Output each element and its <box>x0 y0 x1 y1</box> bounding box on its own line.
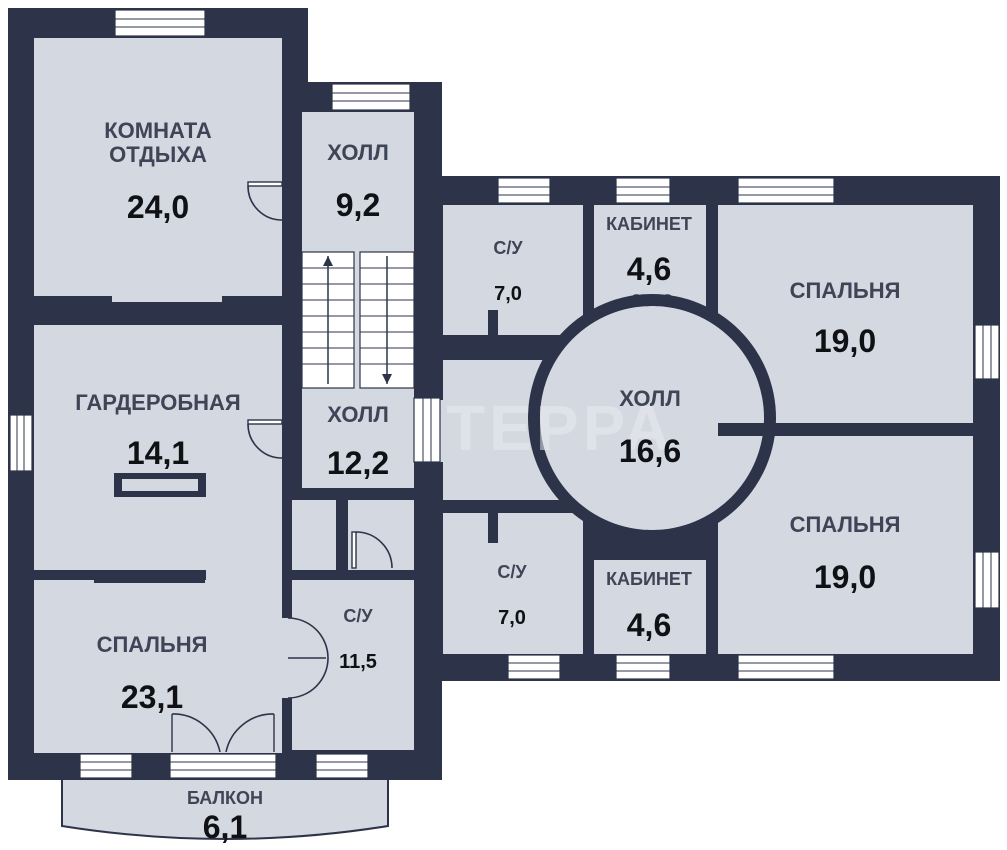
room-hall-mid-area: 12,2 <box>327 445 389 481</box>
staircase <box>301 251 415 389</box>
room-bedroom-se-name: СПАЛЬНЯ <box>790 512 901 537</box>
door-icon <box>625 529 679 542</box>
room-study-s-name: КАБИНЕТ <box>606 569 692 589</box>
window-icon <box>507 654 561 680</box>
arrow-down-icon <box>382 256 392 384</box>
room-study-n-name: КАБИНЕТ <box>606 214 692 234</box>
window-icon <box>9 414 33 472</box>
windows <box>9 9 1000 779</box>
door-icon <box>247 419 283 459</box>
window-icon <box>315 753 369 779</box>
room-wc-se <box>443 513 583 654</box>
door-icon <box>247 181 283 221</box>
room-hall-round-area: 16,6 <box>619 433 681 469</box>
window-icon <box>615 654 671 680</box>
room-study-s-area: 4,6 <box>627 607 671 643</box>
doors <box>171 181 679 753</box>
door-icon <box>171 713 275 753</box>
room-hall-mid-name: ХОЛЛ <box>327 402 389 427</box>
room-rest-name-2: ОТДЫХА <box>109 142 207 167</box>
window-icon <box>974 551 1000 609</box>
room-bedroom-ne-name: СПАЛЬНЯ <box>790 278 901 303</box>
room-hall-top-name: ХОЛЛ <box>327 140 389 165</box>
window-icon <box>615 177 671 204</box>
room-hall-top <box>302 112 414 250</box>
room-study-n-area: 4,6 <box>627 251 671 287</box>
room-wardrobe-area: 14,1 <box>127 435 189 471</box>
balcony-slab <box>61 777 389 840</box>
room-wc-ne-area: 7,0 <box>494 283 522 305</box>
room-rest-name-1: КОМНАТА <box>104 118 212 143</box>
window-icon <box>114 9 206 37</box>
room-bedroom-se-area: 19,0 <box>814 559 876 595</box>
room-wc-se-area: 7,0 <box>498 607 526 629</box>
room-bedroom-sw-name: СПАЛЬНЯ <box>97 632 208 657</box>
room-floors <box>34 38 973 753</box>
room-bedroom-sw <box>34 583 282 753</box>
room-wardrobe-name: ГАРДЕРОБНАЯ <box>75 390 241 415</box>
window-icon <box>413 397 441 463</box>
room-balcony-area: 6,1 <box>203 809 247 845</box>
room-rest <box>34 38 282 296</box>
window-icon <box>79 753 133 779</box>
window-icon <box>737 654 835 680</box>
window-icon <box>737 177 835 204</box>
room-wc-left-area: 11,5 <box>339 651 377 673</box>
interior-walls <box>34 205 973 654</box>
room-hall-round-name: ХОЛЛ <box>619 386 681 411</box>
room-hall-top-area: 9,2 <box>336 187 380 223</box>
room-hall-round <box>540 306 764 530</box>
arrow-up-icon <box>323 256 333 384</box>
room-wc-ne <box>443 205 583 335</box>
room-bedroom-ne-area: 19,0 <box>814 323 876 359</box>
room-wc-left <box>292 580 414 750</box>
balcony-door-icon <box>169 753 277 779</box>
watermark-text: ТЕРРА <box>446 392 674 464</box>
room-balcony-name: БАЛКОН <box>187 788 263 808</box>
room-closet-b <box>348 500 414 570</box>
room-bedroom-sw-area: 23,1 <box>121 679 183 715</box>
room-closet-a <box>292 500 336 570</box>
room-rest-area: 24,0 <box>127 189 189 225</box>
window-icon <box>331 83 411 111</box>
room-wc-left-name: С/У <box>343 606 373 626</box>
door-icon <box>351 531 393 569</box>
window-icon <box>974 324 1000 380</box>
room-wc-ne-name: С/У <box>493 238 523 258</box>
door-icon <box>278 617 329 699</box>
room-study-s <box>594 560 706 654</box>
window-icon <box>497 177 551 204</box>
room-wardrobe <box>34 325 282 570</box>
room-wc-se-name: С/У <box>497 562 527 582</box>
door-icon <box>625 294 679 307</box>
room-study-n <box>594 205 706 310</box>
room-hall-mid <box>302 388 414 488</box>
room-labels: КОМНАТА ОТДЫХА 24,0 ХОЛЛ 9,2 ХОЛЛ 12,2 Г… <box>75 118 900 845</box>
